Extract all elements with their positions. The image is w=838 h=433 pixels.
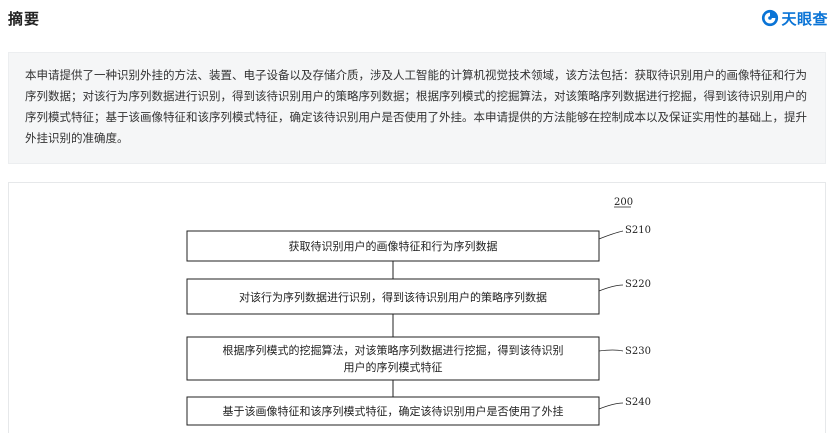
flow-step-label: S210 <box>625 225 651 236</box>
flow-step-leader <box>598 230 624 240</box>
patent-figure-panel: 200 获取待识别用户的画像特征和行为序列数据 S210 对该行为序列数据进行识… <box>8 182 826 433</box>
flow-step-s230: 根据序列模式的挖掘算法，对该策略序列数据进行挖掘，得到该待识别 用户的序列模式特… <box>186 336 651 381</box>
flow-step-label: S220 <box>625 279 651 290</box>
section-header: 摘要 天眼查 <box>0 0 838 34</box>
flow-step-leader <box>598 284 624 292</box>
flow-step-box <box>186 230 600 262</box>
flow-step-box <box>186 278 600 315</box>
flow-step-box <box>186 336 600 381</box>
flow-step-box <box>186 396 600 426</box>
tianyancha-logo-icon <box>762 9 779 27</box>
flow-step-label: S240 <box>625 397 651 408</box>
brand-name: 天眼查 <box>781 9 828 28</box>
flow-step-text-line-1: 根据序列模式的挖掘算法，对该策略序列数据进行挖掘，得到该待识别 <box>223 343 564 357</box>
flow-step-leader <box>598 402 624 410</box>
figure-number: 200 <box>614 197 633 208</box>
flow-step-s240: 基于该画像特征和该序列模式特征，确定该待识别用户是否使用了外挂 S240 <box>186 396 651 426</box>
flow-step-text: 对该行为序列数据进行识别，得到该待识别用户的策略序列数据 <box>239 290 547 304</box>
flow-step-text-line-2: 用户的序列模式特征 <box>344 360 443 374</box>
flow-step-s220: 对该行为序列数据进行识别，得到该待识别用户的策略序列数据 S220 <box>186 278 651 315</box>
flow-step-s210: 获取待识别用户的画像特征和行为序列数据 S210 <box>186 225 651 262</box>
flow-step-leader <box>598 349 624 352</box>
flow-step-label: S230 <box>625 346 651 357</box>
flow-step-text: 获取待识别用户的画像特征和行为序列数据 <box>289 239 498 253</box>
brand-logo[interactable]: 天眼查 <box>761 8 828 28</box>
abstract-text: 本申请提供了一种识别外挂的方法、装置、电子设备以及存储介质，涉及人工智能的计算机… <box>25 68 807 145</box>
abstract-panel: 本申请提供了一种识别外挂的方法、装置、电子设备以及存储介质，涉及人工智能的计算机… <box>8 52 826 164</box>
section-title: 摘要 <box>8 10 41 28</box>
flowchart-diagram: 200 获取待识别用户的画像特征和行为序列数据 S210 对该行为序列数据进行识… <box>186 197 651 426</box>
flow-step-text: 基于该画像特征和该序列模式特征，确定该待识别用户是否使用了外挂 <box>223 404 564 418</box>
